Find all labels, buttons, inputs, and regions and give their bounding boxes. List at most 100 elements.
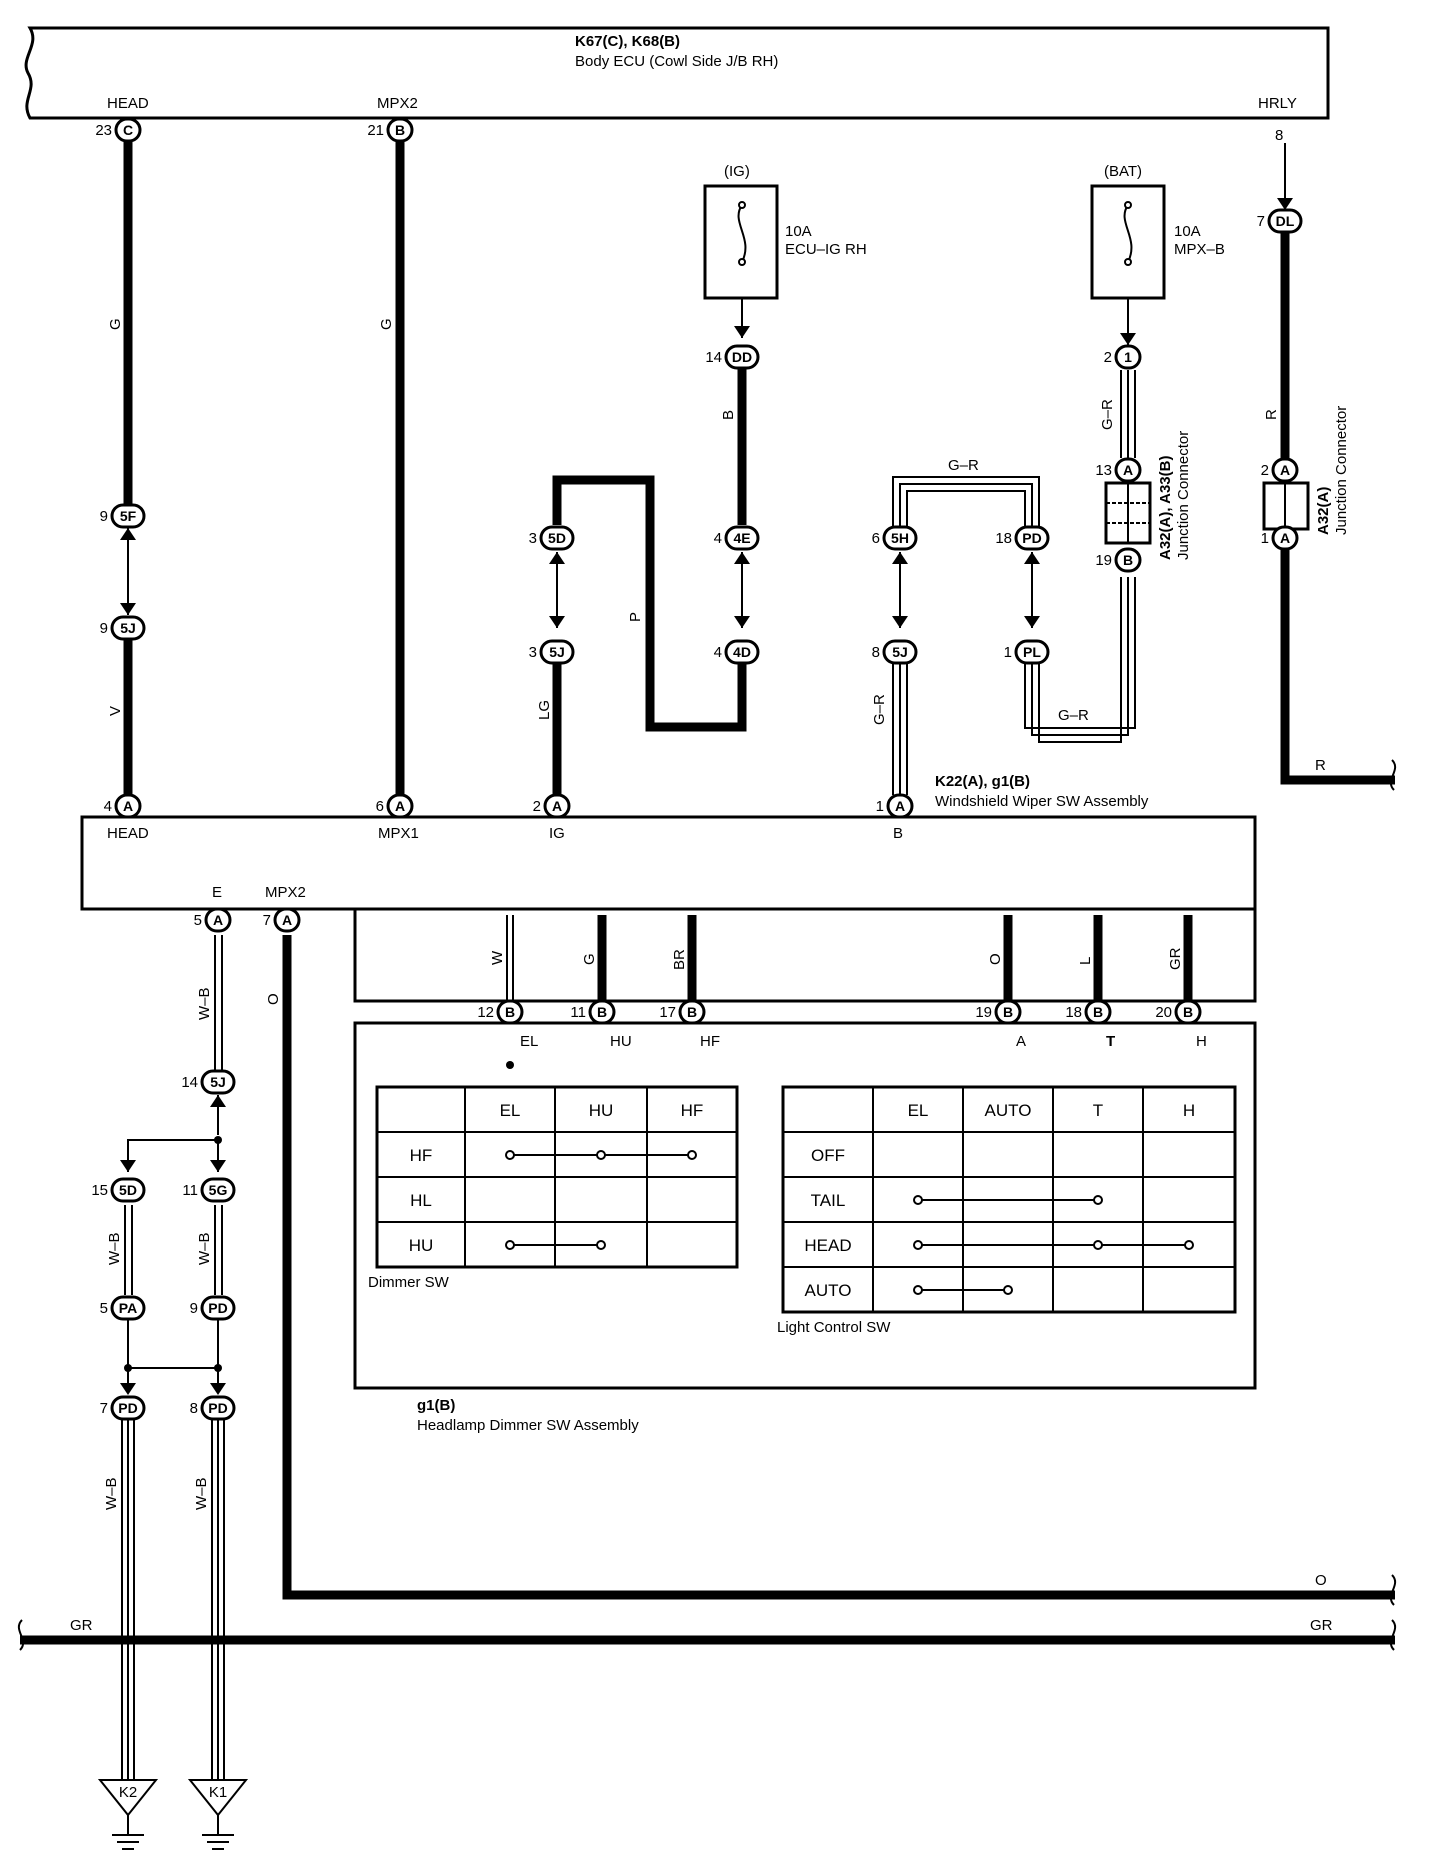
ecu-pin-head-id: C (123, 122, 133, 138)
wiper-pin-e-name: E (212, 884, 222, 901)
dimmer-sig-t: T (1106, 1033, 1115, 1050)
dimmer-pin-2: B17 (659, 999, 706, 1025)
junction-8-pd-23-num: 8 (190, 1400, 198, 1417)
wires (20, 138, 1395, 1780)
junction-7-dl-14-id: DL (1276, 213, 1295, 229)
dimmer-col-el: EL (500, 1101, 521, 1120)
dimmer-pin-0-id: B (505, 1004, 515, 1020)
junction-6-5h-7-num: 6 (872, 530, 880, 547)
dimmer-wire-w: W (489, 950, 506, 965)
dimmer-pin-0: B12 (477, 999, 524, 1025)
jc-a32-title: A32(A) (1315, 487, 1332, 535)
dimmer-col-hf: HF (681, 1101, 704, 1120)
junction-19-b-13-num: 19 (1095, 552, 1112, 569)
body-ecu: K67(C), K68(B) Body ECU (Cowl Side J/B R… (24, 26, 1330, 120)
wire-label-gr-bus-right: GR (1310, 1617, 1333, 1634)
junction-2-a-15-id: A (1280, 462, 1290, 478)
wiper-pin-top-3-num: 1 (876, 798, 884, 815)
junction-3-5d-2: 5D 3 (529, 525, 575, 551)
dimmer-pin-1-num: 11 (570, 1004, 586, 1021)
wire-label-b: B (720, 410, 737, 420)
dimmer-wire-br: BR (671, 949, 688, 970)
wiper-pin-top-1-id: A (395, 798, 405, 814)
junction-2-a-15-num: 2 (1261, 462, 1269, 479)
wiper-pin-bottom-1: A7 (263, 907, 301, 933)
gr-wire-loop (892, 370, 1136, 795)
break-marks (17, 759, 1397, 1651)
junction-7-pd-22-id: PD (118, 1400, 137, 1416)
wiper-pin-bottom-0: A5 (194, 907, 232, 933)
wiper-pin-top-1-num: 6 (376, 798, 384, 815)
junction-7-pd-22-num: 7 (100, 1400, 108, 1417)
dimmer-sig-hu: HU (610, 1033, 632, 1050)
wiper-pin-top-2-id: A (552, 798, 562, 814)
junction-1-pl-10-num: 1 (1004, 644, 1012, 661)
junction-18-pd-9-num: 18 (995, 530, 1012, 547)
dimmer-pin-5-num: 20 (1155, 1004, 1172, 1021)
dimmer-sig-a: A (1016, 1033, 1026, 1050)
wiper-sw-subtitle: Windshield Wiper SW Assembly (935, 793, 1149, 810)
jc-a32-a33-subtitle: Junction Connector (1175, 431, 1192, 560)
junction-13-a-12: A13 (1095, 457, 1142, 483)
wiper-pin-head-name: HEAD (107, 825, 149, 842)
wire-label-wb-1: W–B (196, 987, 213, 1020)
wire-label-o-vertical: O (265, 993, 282, 1005)
wb-wires (121, 935, 225, 1780)
junction-3-5d-2-id: 5D (548, 530, 566, 546)
junction-1-a-16: A1 (1261, 525, 1299, 551)
dimmer-sig-el: EL (520, 1033, 538, 1050)
ecu-pin-mpx2-num: 21 (367, 122, 384, 139)
junction-4-4e-5-id: 4E (733, 530, 750, 546)
wiper-pin-bottom-0-id: A (213, 912, 223, 928)
wiper-pin-mpx2-name: MPX2 (265, 884, 306, 901)
junction-11-5g-19-num: 11 (182, 1182, 198, 1199)
junction-9-5f-0-id: 5F (120, 508, 137, 524)
junction-19-b-13-id: B (1123, 552, 1133, 568)
wiper-pin-top-0-id: A (123, 798, 133, 814)
junction-8-5j-8: 5J8 (872, 639, 918, 665)
junction-9-pd-21-num: 9 (190, 1300, 198, 1317)
junction-4-4d-6-id: 4D (733, 644, 751, 660)
junction-13-a-12-id: A (1123, 462, 1133, 478)
junction-15-5d-18-num: 15 (91, 1182, 108, 1199)
wiper-pin-bottom-1-num: 7 (263, 912, 271, 929)
junction-1-pl-10-id: PL (1023, 644, 1041, 660)
junction-7-dl-14-num: 7 (1257, 213, 1265, 230)
jc-a32-subtitle: Junction Connector (1333, 406, 1350, 535)
fuse-bat-rating: 10A (1174, 223, 1201, 240)
junction-9-5f-0-num: 9 (100, 508, 108, 525)
junction-3-5j-3: 5J3 (529, 639, 575, 665)
junction-18-pd-9-id: PD (1022, 530, 1041, 546)
wire-label-lg: LG (536, 700, 553, 720)
junction-4-4e-5-num: 4 (714, 530, 722, 547)
dimmer-assy-title: g1(B) (417, 1397, 455, 1414)
wire-label-p: P (627, 612, 644, 622)
wire-color-labels: G V G LG P B G–R G–R G–R G–R R R O O W–B… (70, 318, 1333, 1634)
ground-k1: K1 (187, 1779, 249, 1850)
fuse-ecu-ig: (IG) 10A ECU–IG RH (703, 163, 867, 300)
wire-label-r-vertical: R (1263, 409, 1280, 420)
light-col-auto: AUTO (985, 1101, 1032, 1120)
dimmer-pin-4-num: 18 (1065, 1004, 1082, 1021)
dimmer-row-hu: HU (409, 1236, 434, 1255)
dimmer-sig-hf: HF (700, 1033, 720, 1050)
junction-9-pd-21-id: PD (208, 1300, 227, 1316)
junction-8-pd-23: PD8 (190, 1395, 236, 1421)
wiper-pin-top-2-num: 2 (533, 798, 541, 815)
wiper-pin-top-1: A6 (376, 793, 414, 819)
junction-5-pa-20-id: PA (119, 1300, 137, 1316)
dimmer-pin-5: B20 (1155, 999, 1202, 1025)
junction-3-5d-2-num: 3 (529, 530, 537, 547)
light-row-head: HEAD (804, 1236, 851, 1255)
junction-1-pl-10: PL 1 (1004, 639, 1050, 665)
junction-9-5f-0: 5F 9 (100, 503, 146, 529)
dimmer-pin-2-id: B (687, 1004, 697, 1020)
wire-label-o-out: O (1315, 1572, 1327, 1589)
wire-label-head-g: G (107, 318, 124, 330)
wiper-pin-top-3: A1 (876, 793, 914, 819)
dimmer-row-hf: HF (410, 1146, 433, 1165)
dimmer-col-hu: HU (589, 1101, 614, 1120)
